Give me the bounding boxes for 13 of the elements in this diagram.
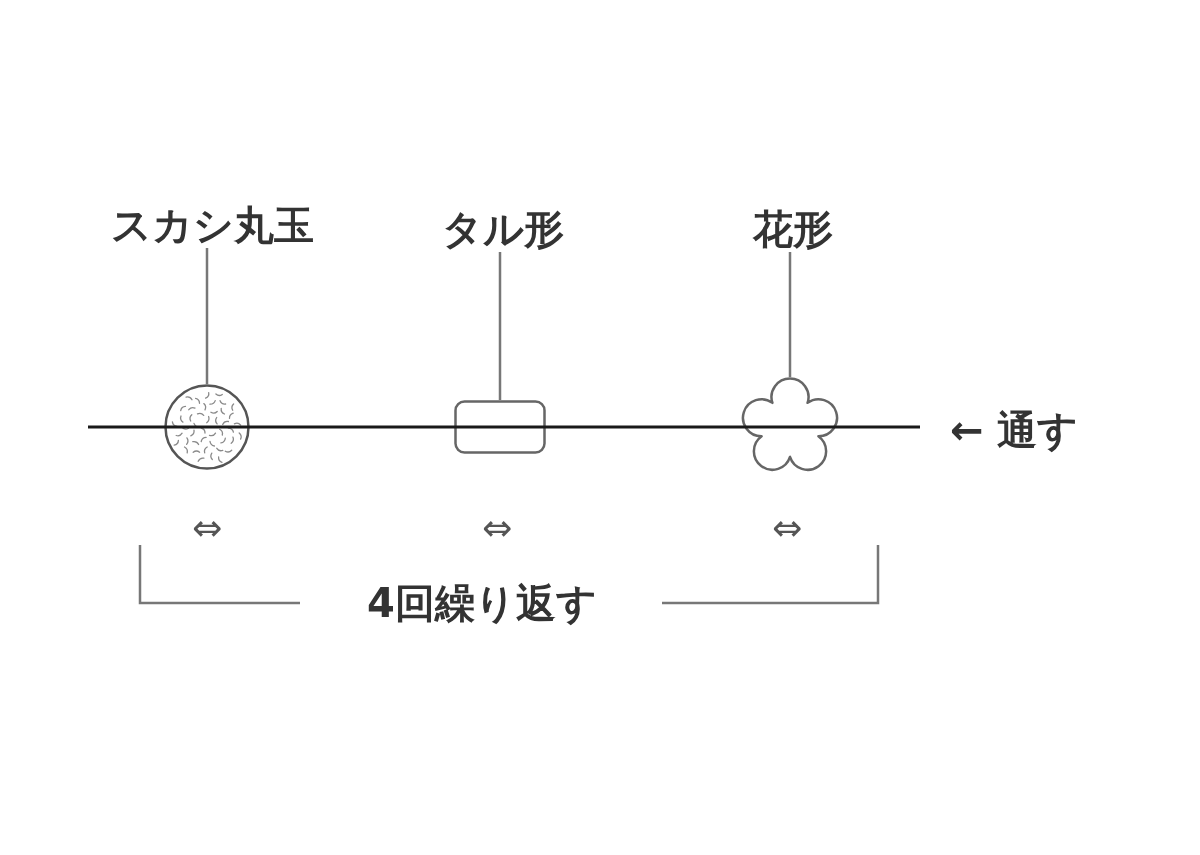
round-bead-icon	[164, 384, 250, 470]
direction-arrow: ⇔	[482, 506, 513, 548]
bead-label: スカシ丸玉	[110, 202, 314, 248]
bead-label: 花形	[753, 206, 833, 252]
leader-line	[788, 252, 792, 377]
direction-arrow: ⇔	[192, 506, 223, 548]
repeat-note: 4回繰り返す	[367, 580, 597, 626]
leader-line	[205, 248, 209, 384]
bead-label: タル形	[442, 206, 564, 252]
instruction-label: ← 通す	[950, 407, 1079, 453]
leader-line	[498, 252, 502, 400]
direction-arrow: ⇔	[772, 506, 803, 548]
barrel-bead-icon	[454, 400, 546, 454]
